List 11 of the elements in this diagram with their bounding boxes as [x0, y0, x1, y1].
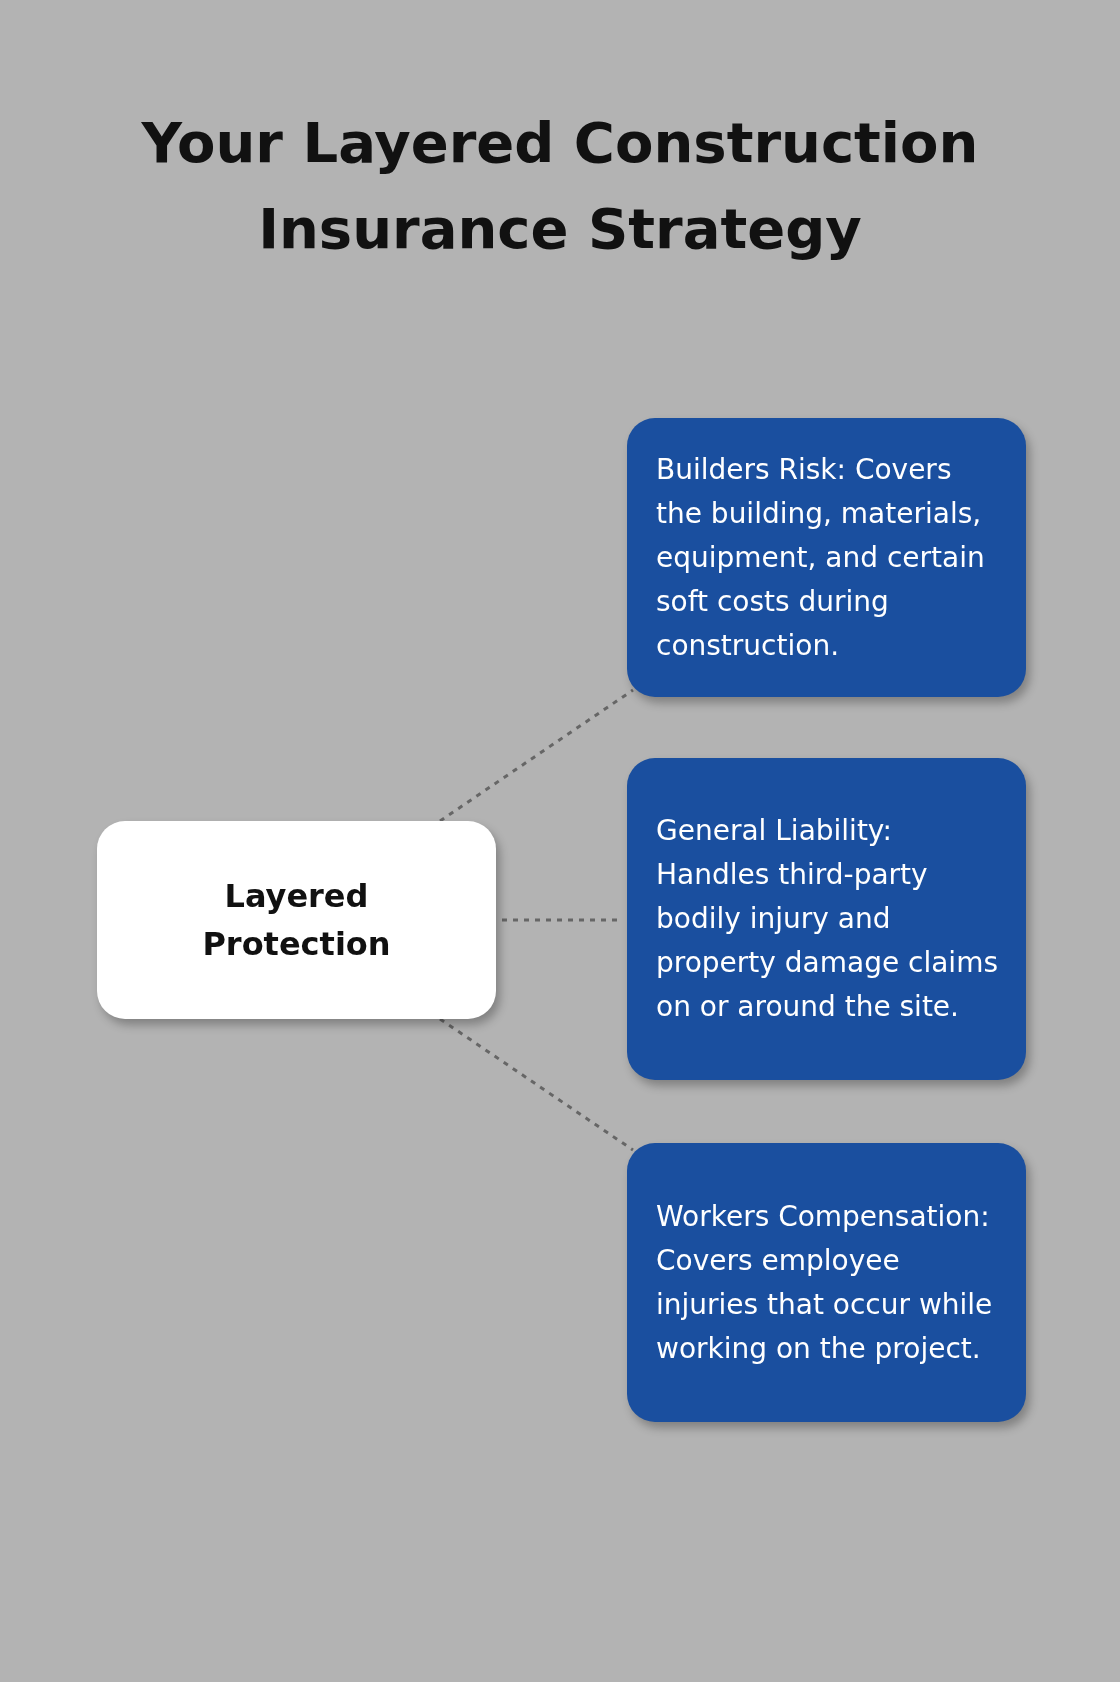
box-text: Layered Protection [201, 876, 392, 965]
info-box [627, 418, 1026, 697]
central-box [97, 821, 496, 1019]
box-text: General Liability: Handles third-party bodily injury and property damage claims on or around the site. [656, 813, 999, 1025]
box-text: Workers Compensation: Covers employee injuries that occur while working on the project. [656, 1198, 994, 1367]
box-text: Builders Risk: Covers the building, materials, equipment, and certain soft costs during construction. [656, 451, 986, 664]
title: Your Layered Construction Insurance Strategy [140, 109, 980, 263]
connector-line [439, 688, 634, 823]
info-box [627, 1143, 1026, 1422]
info-box [627, 758, 1026, 1080]
connector-line [439, 1017, 634, 1152]
